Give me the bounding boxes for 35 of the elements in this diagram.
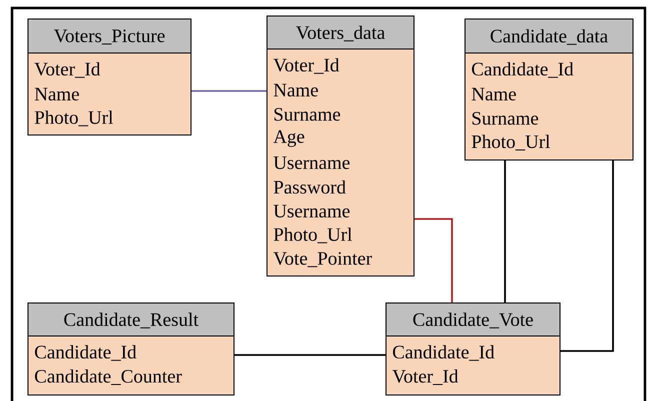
field-name: Voter_Id [34, 62, 100, 78]
field-name: Photo_Url [472, 134, 550, 150]
field-name: Candidate_Counter [35, 369, 182, 385]
field-name: Name [274, 84, 318, 96]
table-title: Voters_data [266, 16, 414, 50]
field-name: Username [274, 204, 350, 218]
field-name: Name [472, 88, 516, 100]
table-title: Candidate_data [464, 18, 634, 54]
field-name: Candidate_Id [392, 345, 494, 361]
connector-line [504, 160, 506, 302]
table-box [28, 302, 234, 396]
table-title: Candidate_Vote [386, 302, 560, 336]
field-name: Password [274, 180, 346, 194]
field-name: Voter_Id [273, 58, 340, 74]
field-name: Surname [472, 112, 538, 125]
field-name: Surname [274, 108, 340, 121]
connector-line [560, 160, 614, 352]
connector-line [192, 90, 266, 92]
table-title: Voters_Picture [28, 18, 192, 54]
connector-line [414, 218, 453, 302]
table-box [386, 302, 560, 396]
field-name: Photo_Url [274, 228, 352, 244]
field-name: Candidate_Id [35, 345, 136, 361]
field-name: Photo_Url [34, 110, 113, 126]
field-name: Name [34, 88, 79, 100]
field-name: Voter_Id [392, 369, 458, 385]
field-name: Vote_Pointer [273, 252, 372, 268]
field-name: Candidate_Id [472, 62, 574, 78]
table-title: Candidate_Result [28, 302, 234, 336]
field-name: Age [273, 130, 304, 147]
table-box [28, 18, 192, 136]
connector-line [234, 354, 386, 356]
table-box [266, 16, 414, 276]
table-box [464, 18, 634, 160]
field-name: Username [274, 156, 350, 170]
